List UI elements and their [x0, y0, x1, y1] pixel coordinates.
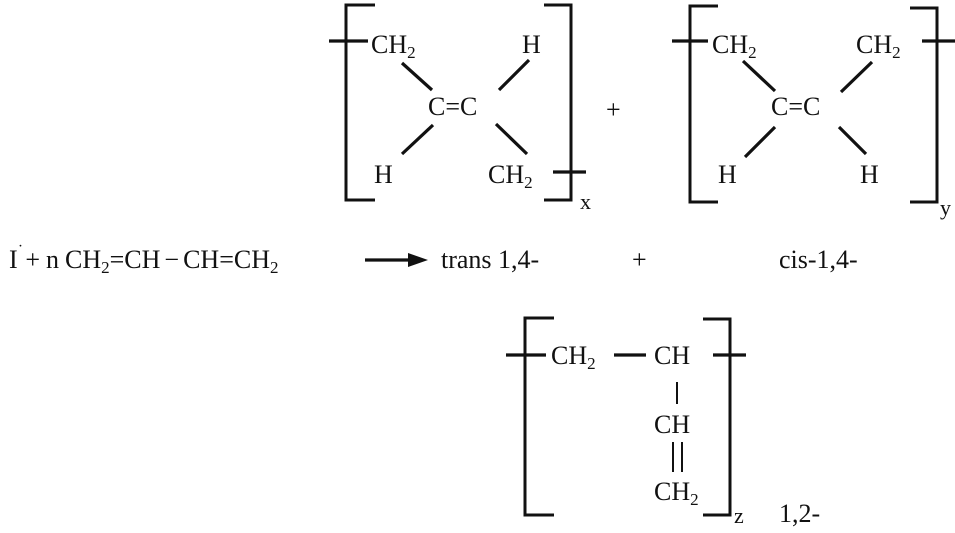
- cis-1-4-unit: CH2 CH2 C=C H H y: [672, 4, 955, 220]
- vinyl-ch-side: CH: [654, 410, 690, 439]
- cis-double-bond: C=C: [771, 92, 820, 121]
- vinyl-ch2: CH2: [551, 341, 596, 373]
- vinyl-left-bracket: [523, 316, 554, 517]
- trans-subscript-x: x: [580, 189, 591, 214]
- trans-double-bond: C=C: [428, 92, 477, 121]
- bond: [741, 59, 777, 93]
- cis-h-left: H: [718, 160, 737, 189]
- product-trans-label: trans 1,4-: [441, 245, 539, 274]
- plus-sign: +: [606, 95, 621, 124]
- cis-ch2-left: CH2: [712, 30, 757, 62]
- trans-ch2-bottom: CH2: [488, 160, 533, 192]
- trans-h-top: H: [522, 30, 541, 59]
- trans-ch2-top: CH2: [371, 30, 416, 62]
- bond: [400, 123, 435, 156]
- bond: [837, 125, 868, 156]
- vinyl-1-2-unit: CH2 CH CH CH2 z 1,2-: [506, 316, 820, 528]
- bond: [497, 58, 531, 92]
- vinyl-right-bracket: [703, 317, 732, 517]
- vinyl-ch2-side: CH2: [654, 477, 699, 509]
- vinyl-ch: CH: [654, 341, 690, 370]
- cis-left-bracket: [688, 4, 718, 204]
- cis-right-bracket: [910, 6, 939, 204]
- product-plus: +: [632, 245, 647, 274]
- trans-right-bracket: [544, 3, 573, 202]
- cis-subscript-y: y: [940, 195, 951, 220]
- bond: [494, 122, 529, 156]
- bond: [400, 61, 434, 92]
- trans-1-4-unit: CH2 H C=C H CH2 x: [329, 3, 591, 214]
- trans-left-bracket: [344, 3, 375, 202]
- bond: [839, 60, 874, 94]
- trans-h-bottom: H: [374, 160, 393, 189]
- cis-ch2-right: CH2: [856, 30, 901, 62]
- product-cis-label: cis-1,4-: [779, 245, 858, 274]
- cis-h-right: H: [860, 160, 879, 189]
- reaction-arrow-icon: [365, 253, 428, 267]
- bond: [743, 125, 777, 159]
- vinyl-subscript-z: z: [734, 503, 744, 528]
- vinyl-label: 1,2-: [779, 499, 820, 528]
